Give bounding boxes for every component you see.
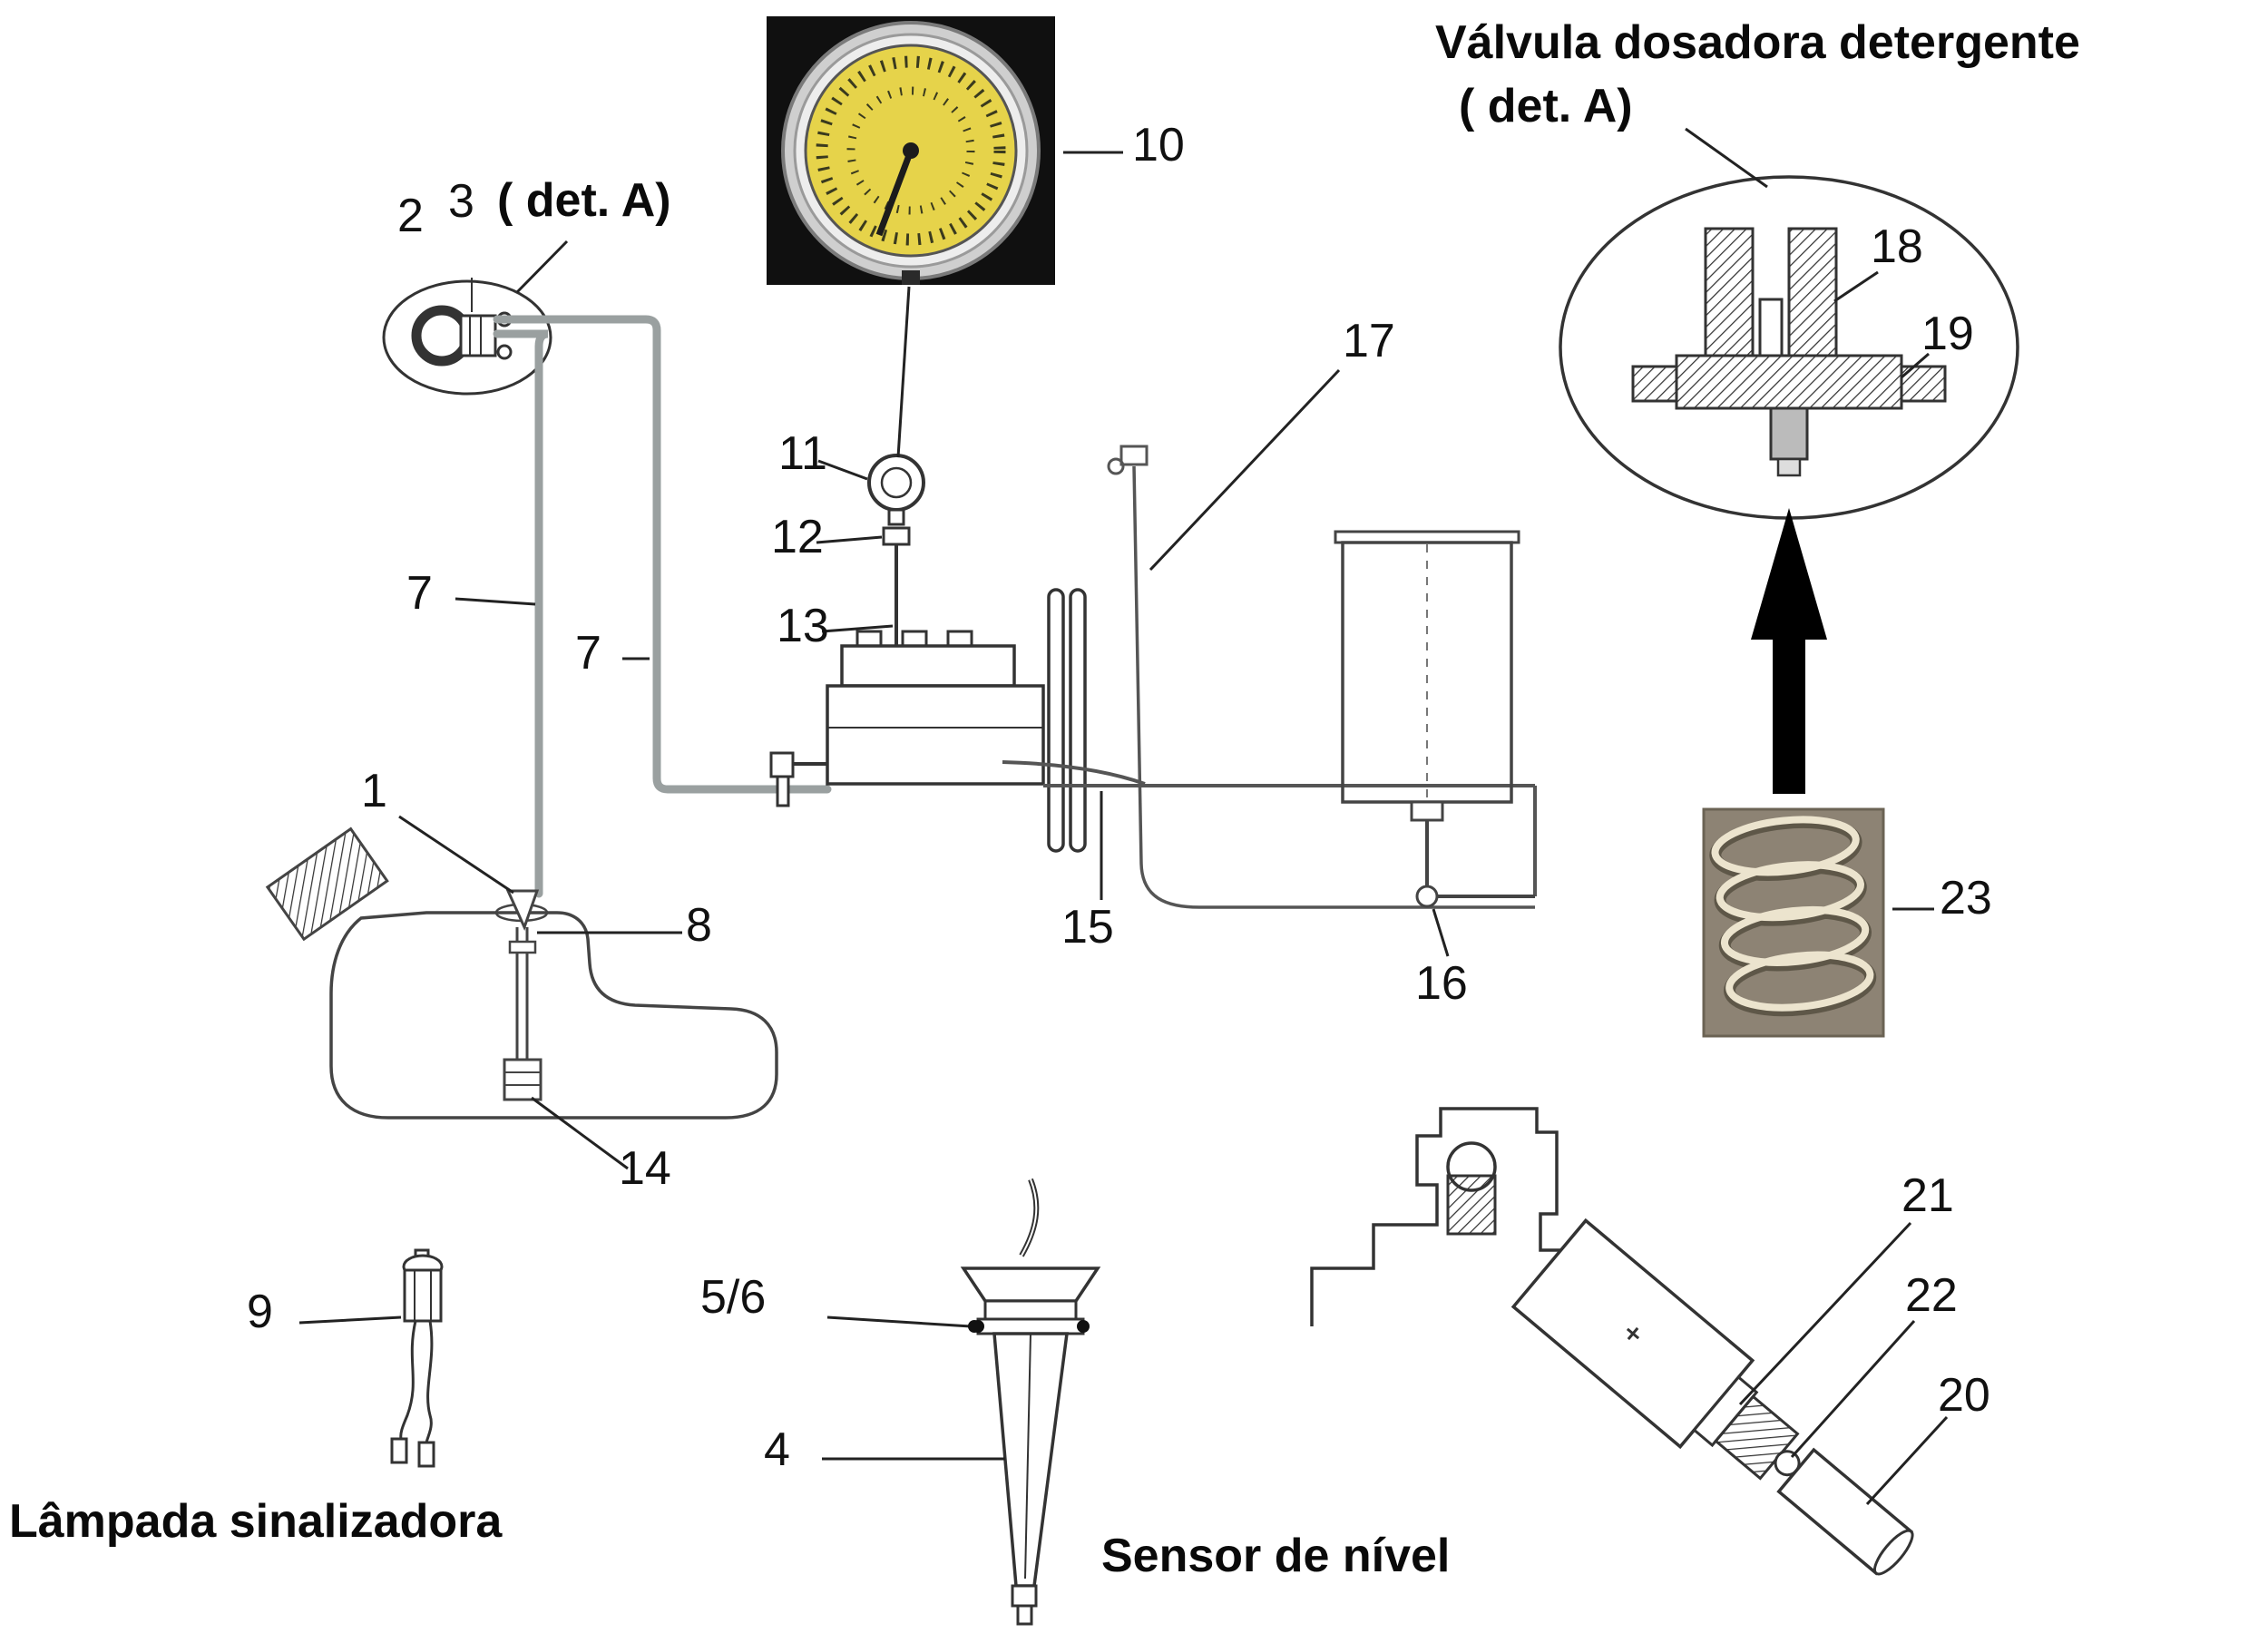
part-number-1: 1 xyxy=(361,765,387,817)
bypass-hose-17 xyxy=(1107,445,1535,909)
signal-lamp xyxy=(390,1248,444,1468)
part-number-2: 2 xyxy=(397,190,424,242)
spring-photo xyxy=(1702,807,1885,1038)
left-detail-label: ( det. A) xyxy=(497,174,671,227)
part-number-10: 10 xyxy=(1132,119,1185,171)
small-gauge-assembly xyxy=(867,454,925,646)
part-number-13: 13 xyxy=(777,600,829,652)
part-number-7b: 7 xyxy=(575,627,601,680)
detergent-container xyxy=(1334,530,1535,908)
part-number-14: 14 xyxy=(619,1142,671,1195)
part-number-3: 3 xyxy=(448,175,474,228)
part-number-19: 19 xyxy=(1921,308,1974,360)
part-number-8: 8 xyxy=(686,899,712,952)
part-number-4: 4 xyxy=(764,1423,790,1476)
detergent-hoses xyxy=(493,315,832,898)
part-number-9: 9 xyxy=(247,1286,273,1338)
part-number-18: 18 xyxy=(1871,220,1923,273)
pressure-gauge-photo xyxy=(767,16,1055,285)
part-number-5-6: 5/6 xyxy=(700,1271,767,1324)
part-number-22: 22 xyxy=(1905,1269,1958,1322)
valve-title: Válvula dosadora detergente xyxy=(1435,16,2080,69)
injector-assembly xyxy=(1310,1107,1914,1576)
lamp-label: Lâmpada sinalizadora xyxy=(9,1495,503,1548)
delivery-piping xyxy=(1002,760,1537,896)
leader-lines xyxy=(298,127,1949,1506)
part-number-23: 23 xyxy=(1940,872,1992,924)
pump-assembly xyxy=(769,588,1087,853)
part-number-7a: 7 xyxy=(406,567,433,620)
part-number-21: 21 xyxy=(1901,1169,1954,1222)
valve-subtitle: ( det. A) xyxy=(1459,80,1633,132)
up-arrow-icon xyxy=(1751,508,1827,794)
level-sensor-label: Sensor de nível xyxy=(1101,1530,1451,1582)
level-sensor xyxy=(960,1178,1101,1626)
part-number-11: 11 xyxy=(778,427,827,480)
part-number-16: 16 xyxy=(1415,957,1468,1010)
part-number-15: 15 xyxy=(1061,901,1114,954)
part-number-17: 17 xyxy=(1343,315,1395,367)
part-number-12: 12 xyxy=(771,511,824,563)
part-number-20: 20 xyxy=(1938,1369,1990,1422)
detergent-tank xyxy=(265,826,778,1120)
